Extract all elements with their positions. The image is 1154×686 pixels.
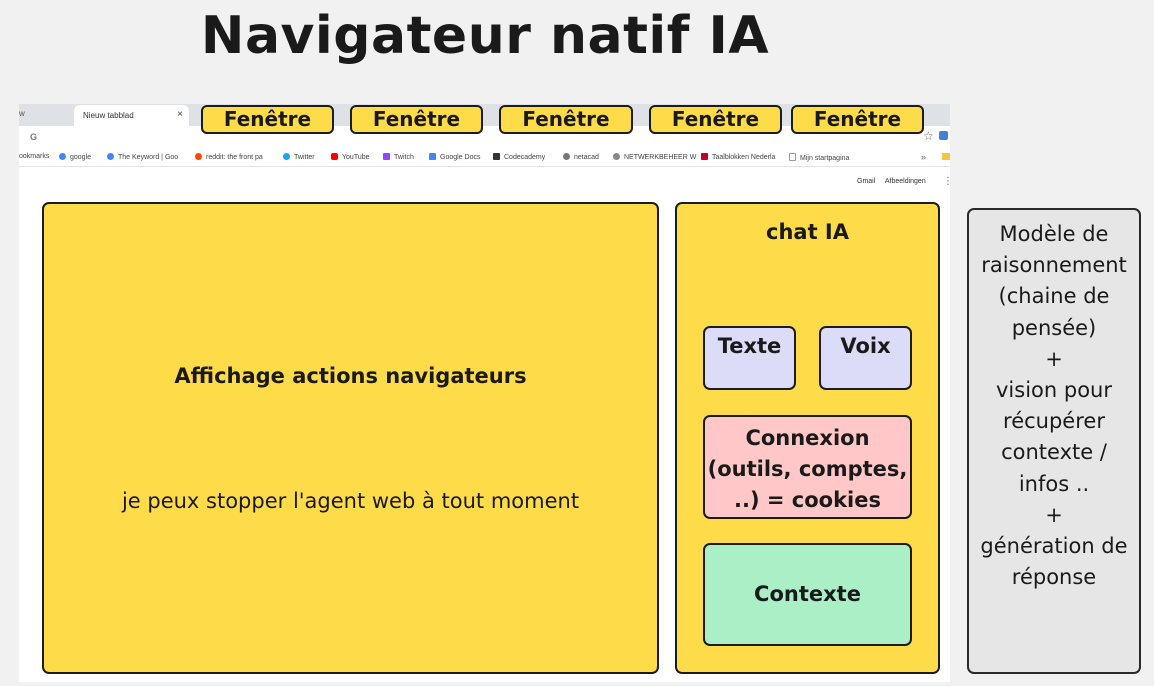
window-chip-5[interactable]: Fenêtre <box>791 105 924 134</box>
connection-box[interactable]: Connexion (outils, comptes, ..) = cookie… <box>703 415 912 519</box>
close-icon[interactable]: × <box>177 109 183 120</box>
images-link[interactable]: Afbeeldingen <box>884 178 926 185</box>
folder-icon[interactable] <box>942 153 950 160</box>
connection-line: ..) = cookies <box>734 488 881 512</box>
reddit-icon <box>195 153 202 160</box>
browser-actions-panel[interactable]: Affichage actions navigateurs je peux st… <box>42 202 659 674</box>
star-icon[interactable]: ☆ <box>923 129 934 143</box>
connection-line: Connexion <box>745 426 870 450</box>
gmail-link[interactable]: Gmail <box>857 178 876 185</box>
bookmark-item[interactable]: reddit: the front pa <box>195 153 263 161</box>
bookmark-item[interactable]: Twitter <box>283 153 315 161</box>
bookmark-item[interactable]: ookmarks <box>19 153 50 160</box>
model-line: contexte / <box>1001 440 1107 465</box>
tab-new[interactable]: Nieuw tabblad × <box>74 105 189 126</box>
bookmark-item[interactable]: The Keyword | Goo <box>107 153 178 161</box>
twitter-icon <box>283 153 290 160</box>
model-line: + <box>1045 346 1063 371</box>
google-top-links: Gmail Afbeeldingen <box>857 178 934 185</box>
extension-icon[interactable] <box>939 131 948 140</box>
model-line: réponse <box>1011 565 1097 590</box>
page-icon <box>789 153 796 161</box>
google-icon <box>107 153 114 160</box>
reasoning-model-panel: Modèle de raisonnement (chaine de pensée… <box>967 208 1141 674</box>
voice-input-button[interactable]: Voix <box>819 326 912 390</box>
bookmark-item[interactable]: YouTube <box>331 153 370 161</box>
apps-grid-icon[interactable]: ⋮⋮ <box>943 176 950 187</box>
model-line: vision pour <box>996 378 1112 403</box>
panel-subtitle: je peux stopper l'agent web à tout momen… <box>121 489 580 513</box>
bookmark-item[interactable]: NETWERKBEHEER W <box>613 153 696 161</box>
taalblokken-icon <box>701 153 708 160</box>
model-line: raisonnement <box>981 253 1127 278</box>
text-input-button[interactable]: Texte <box>703 326 796 390</box>
netacad-icon <box>563 153 570 160</box>
bookmark-item[interactable]: Google Docs <box>429 153 480 161</box>
previous-tab-fragment[interactable]: w <box>19 109 25 118</box>
bookmark-item[interactable]: Codecademy <box>493 153 545 161</box>
model-line: + <box>1045 502 1063 527</box>
bookmark-item[interactable]: google <box>59 153 91 161</box>
model-line: pensée) <box>1011 315 1097 340</box>
model-line: Modèle de <box>999 222 1109 246</box>
docs-icon <box>429 153 436 160</box>
bookmark-item[interactable]: Twitch <box>383 153 414 161</box>
model-line: génération de <box>980 534 1128 559</box>
model-line: (chaine de <box>998 284 1110 309</box>
bookmark-item[interactable]: netacad <box>563 153 599 161</box>
twitch-icon <box>383 153 390 160</box>
page-title: Navigateur natif IA <box>200 6 770 66</box>
panel-title: Affichage actions navigateurs <box>174 364 527 388</box>
google-icon: G <box>30 132 38 142</box>
window-chip-2[interactable]: Fenêtre <box>350 105 483 134</box>
context-box[interactable]: Contexte <box>703 543 912 646</box>
tab-label: Nieuw tabblad <box>83 111 134 120</box>
model-line: infos .. <box>1018 471 1090 496</box>
codecademy-icon <box>493 153 500 160</box>
bookmarks-bar: ookmarks google The Keyword | Goo reddit… <box>19 148 950 167</box>
connection-line: (outils, comptes, <box>707 457 908 481</box>
model-line: récupérer <box>1003 409 1105 434</box>
chat-title: chat IA <box>766 220 849 244</box>
window-chip-3[interactable]: Fenêtre <box>499 105 633 134</box>
google-icon <box>59 153 66 160</box>
bookmark-item[interactable]: Taalblokken Nederla <box>701 153 775 161</box>
youtube-icon <box>331 153 338 160</box>
window-chip-1[interactable]: Fenêtre <box>201 105 334 134</box>
more-bookmarks-icon[interactable]: » <box>921 152 927 162</box>
network-icon <box>613 153 620 160</box>
window-chip-4[interactable]: Fenêtre <box>649 105 782 134</box>
bookmark-item[interactable]: Mijn startpagina <box>789 153 849 162</box>
